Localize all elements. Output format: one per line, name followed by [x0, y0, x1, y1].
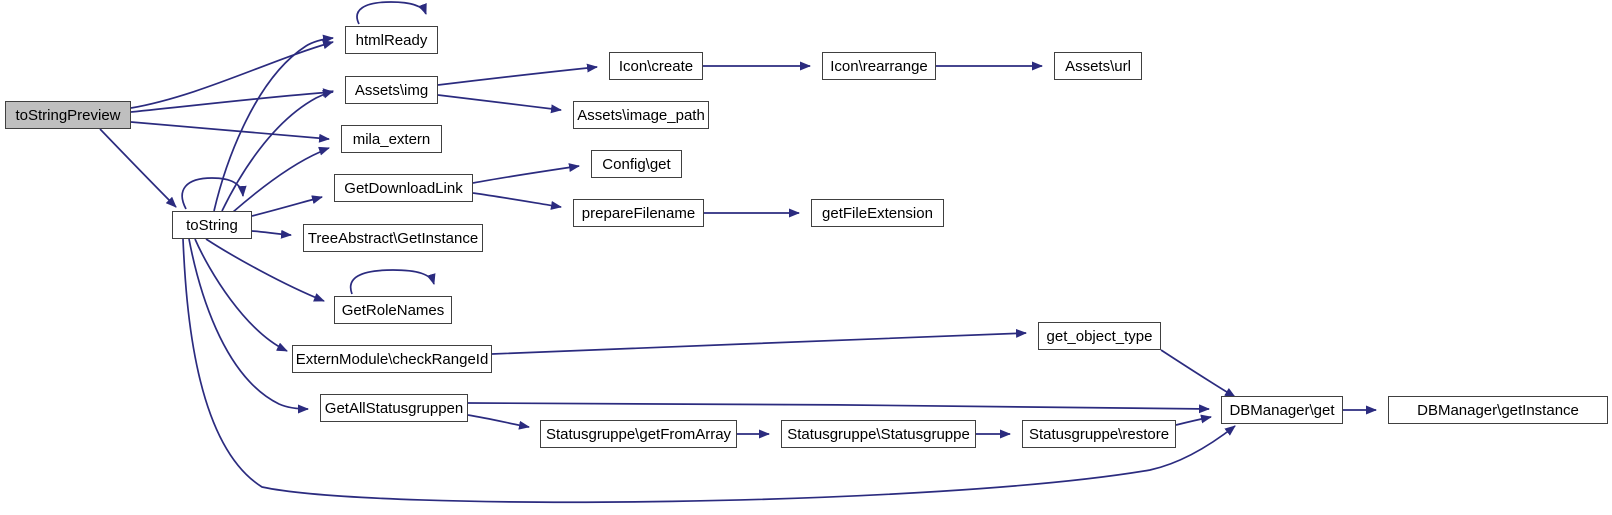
edge-toStringPreview-assets-img — [130, 88, 334, 113]
edge-toString-assets-img — [221, 89, 334, 212]
edge-checkrangeid-get-object-type — [491, 328, 1027, 355]
edge-get-object-type-dbmanager-get — [1160, 349, 1236, 398]
graph-node-toStringPreview[interactable]: toStringPreview — [5, 101, 131, 129]
edge-toString-checkrangeid — [194, 238, 288, 352]
edge-getdownloadlink-configget — [472, 163, 580, 184]
edge-statusgruppe-restore-dbmanager-get — [1175, 414, 1212, 426]
graph-node-GetRoleNames[interactable]: GetRoleNames — [334, 296, 452, 324]
graph-node-DBManagerGet[interactable]: DBManager\get — [1221, 396, 1343, 424]
edge-toString-getallstatusgruppen — [188, 238, 309, 414]
edge-assets-img-image-path — [437, 94, 562, 114]
edge-toStringPreview-htmlReady — [130, 40, 334, 109]
edge-toString-self — [181, 177, 247, 210]
graph-node-label: Statusgruppe\getFromArray — [545, 425, 732, 443]
graph-node-AssetsImg[interactable]: Assets\img — [345, 76, 438, 104]
graph-node-toString[interactable]: toString — [172, 211, 252, 239]
graph-node-label: get_object_type — [1046, 327, 1153, 345]
graph-node-htmlReady[interactable]: htmlReady — [345, 26, 438, 54]
graph-node-TreeAbstractGetInstance[interactable]: TreeAbstract\GetInstance — [303, 224, 483, 252]
graph-node-DBManagerGetInstance[interactable]: DBManager\getInstance — [1388, 396, 1608, 424]
graph-node-StatusgruppeStatusgruppe[interactable]: Statusgruppe\Statusgruppe — [781, 420, 976, 448]
edge-toStringPreview-mila-extern — [130, 121, 330, 143]
graph-node-GetDownloadLink[interactable]: GetDownloadLink — [334, 174, 473, 202]
graph-node-label: Statusgruppe\restore — [1028, 425, 1170, 443]
graph-node-IconCreate[interactable]: Icon\create — [609, 52, 703, 80]
graph-node-label: toStringPreview — [15, 106, 121, 124]
edge-getallstatusgruppen-dbmanager-get — [467, 402, 1210, 414]
graph-node-label: GetRoleNames — [341, 301, 445, 319]
graph-node-label: GetAllStatusgruppen — [324, 399, 464, 417]
graph-node-mila_extern[interactable]: mila_extern — [341, 125, 442, 153]
graph-node-label: Icon\rearrange — [830, 57, 928, 75]
graph-node-label: Assets\url — [1065, 57, 1131, 75]
graph-node-StatusgruppeGetFromArray[interactable]: Statusgruppe\getFromArray — [540, 420, 737, 448]
graph-node-StatusgruppeRestore[interactable]: Statusgruppe\restore — [1022, 420, 1176, 448]
graph-node-GetAllStatusgruppen[interactable]: GetAllStatusgruppen — [320, 394, 468, 422]
graph-node-label: DBManager\get — [1229, 401, 1335, 419]
graph-node-prepareFilename[interactable]: prepareFilename — [573, 199, 704, 227]
graph-node-label: mila_extern — [352, 130, 431, 148]
graph-node-label: Statusgruppe\Statusgruppe — [787, 425, 970, 443]
graph-node-label: DBManager\getInstance — [1417, 401, 1579, 419]
graph-node-label: ExternModule\checkRangeId — [295, 350, 489, 368]
graph-node-ConfigGet[interactable]: Config\get — [591, 150, 682, 178]
edge-getallstatusgruppen-getfromarray — [467, 414, 530, 430]
graph-node-label: Assets\img — [354, 81, 429, 99]
graph-node-label: getFileExtension — [822, 204, 933, 222]
graph-node-get_object_type[interactable]: get_object_type — [1038, 322, 1161, 350]
graph-node-AssetsUrl[interactable]: Assets\url — [1054, 52, 1142, 80]
edge-getrolenames-self — [349, 269, 436, 295]
graph-node-label: toString — [186, 216, 238, 234]
edge-toStringPreview-toString — [99, 128, 177, 208]
graph-node-IconRearrange[interactable]: Icon\rearrange — [822, 52, 936, 80]
edge-toString-treeabstract — [251, 229, 292, 239]
edge-toString-mila-extern — [232, 146, 330, 213]
graph-node-label: Config\get — [602, 155, 671, 173]
graph-node-label: Assets\image_path — [577, 106, 705, 124]
graph-node-AssetsImagePath[interactable]: Assets\image_path — [573, 101, 709, 129]
graph-node-label: prepareFilename — [581, 204, 696, 222]
edge-assets-img-icon-create — [437, 63, 598, 86]
edge-toString-htmlReady — [213, 34, 334, 212]
graph-node-label: htmlReady — [355, 31, 428, 49]
graph-node-label: GetDownloadLink — [344, 179, 463, 197]
edge-toString-getdownloadlink — [251, 195, 323, 217]
edge-getdownloadlink-preparefilename — [472, 192, 562, 210]
graph-node-label: Icon\create — [618, 57, 694, 75]
graph-node-getFileExtension[interactable]: getFileExtension — [811, 199, 944, 227]
graph-node-ExternModuleCheckRangeId[interactable]: ExternModule\checkRangeId — [292, 345, 492, 373]
graph-node-label: TreeAbstract\GetInstance — [307, 229, 479, 247]
edge-htmlReady-self — [356, 1, 427, 25]
